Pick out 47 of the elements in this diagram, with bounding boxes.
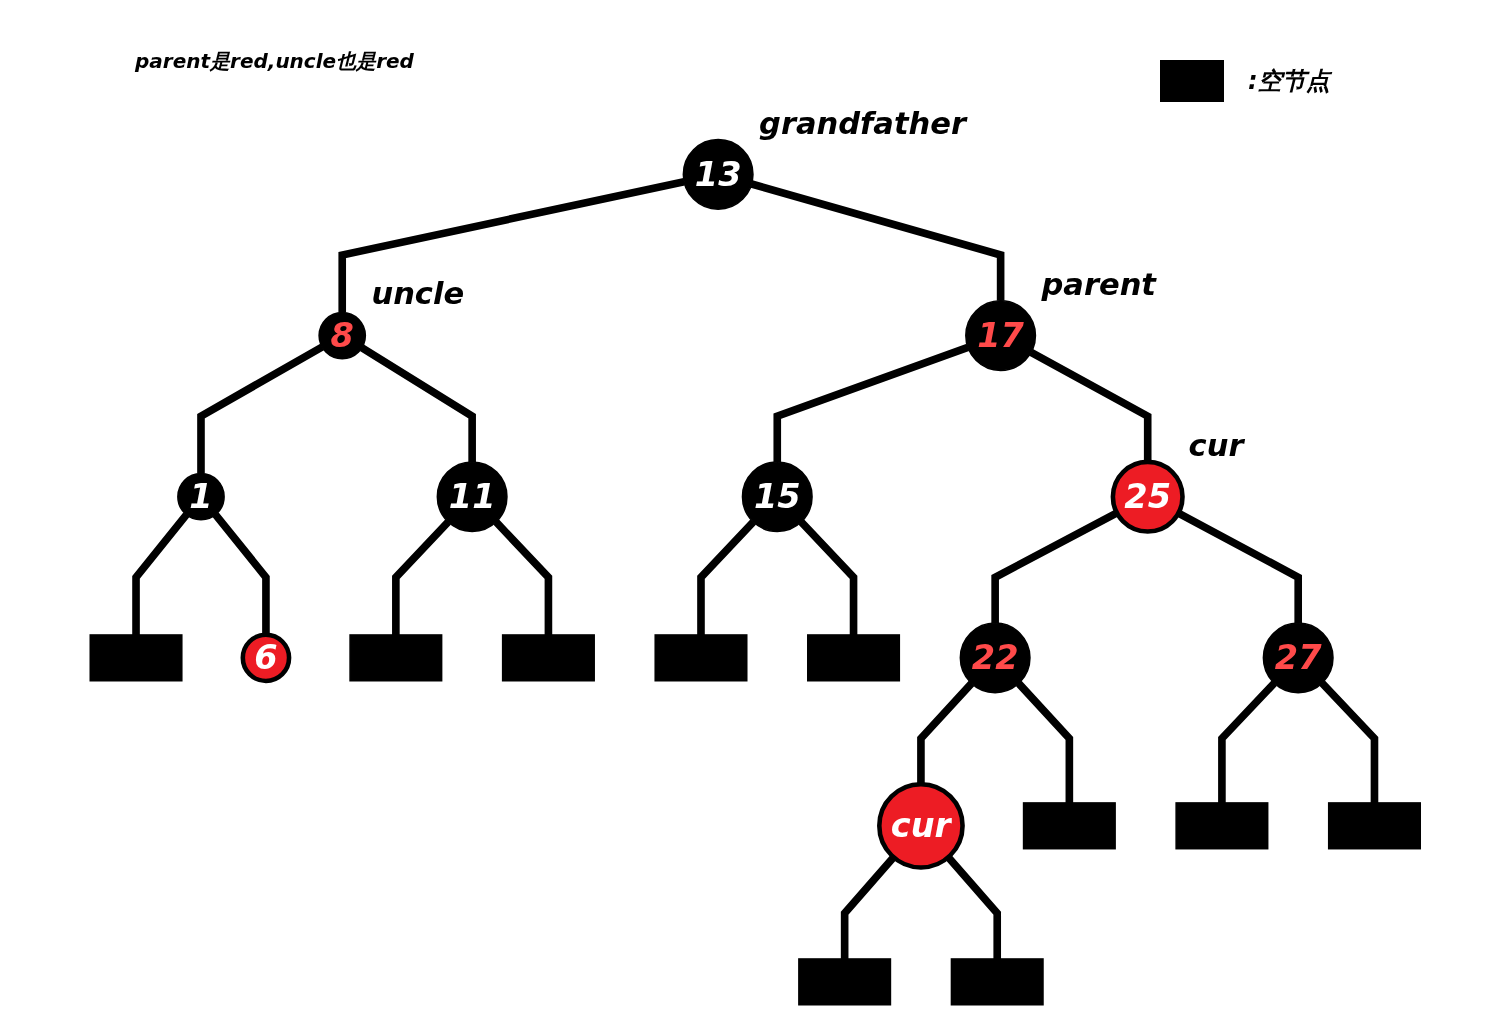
connector — [773, 343, 969, 462]
node-circle: 27 — [1262, 622, 1334, 694]
node-box — [1022, 802, 1116, 850]
connector — [338, 178, 685, 313]
connector — [750, 180, 1005, 301]
connector — [916, 680, 975, 785]
connector — [945, 854, 1001, 959]
node-circle: 22 — [959, 622, 1031, 694]
node-circle: 25 — [1110, 459, 1185, 534]
connector — [798, 519, 858, 635]
connector — [359, 344, 476, 462]
node-box — [950, 958, 1044, 1006]
node-caption: grandfather — [758, 105, 966, 141]
node-caption: cur — [1188, 427, 1244, 463]
connector — [1319, 680, 1379, 803]
node-box — [349, 634, 443, 682]
connector — [212, 512, 270, 635]
node-circle: 15 — [741, 461, 813, 533]
node-caption: parent — [1041, 266, 1156, 302]
connector — [1217, 680, 1277, 803]
connector — [1029, 348, 1152, 462]
connector — [1176, 509, 1302, 624]
connector — [131, 512, 190, 635]
connector — [696, 519, 756, 635]
node-circle: 11 — [436, 461, 508, 533]
node-circle: cur — [876, 781, 965, 870]
node-circle: 17 — [964, 300, 1036, 372]
node-circle: 1 — [176, 472, 225, 521]
connector — [991, 509, 1119, 624]
node-box — [1327, 802, 1421, 850]
node-box — [89, 634, 183, 682]
node-box — [501, 634, 595, 682]
legend-text: :空节点 — [1248, 66, 1330, 97]
connector — [196, 343, 324, 474]
node-box — [797, 958, 891, 1006]
node-box — [1175, 802, 1269, 850]
connector — [493, 519, 552, 635]
node-box — [654, 634, 748, 682]
node-circle: 8 — [318, 311, 366, 360]
note-text: parent是red,uncle也是red — [135, 49, 414, 73]
node-circle: 6 — [240, 632, 292, 684]
connector — [1015, 680, 1073, 803]
node-circle: 13 — [682, 138, 754, 210]
connector — [391, 519, 451, 635]
node-box — [806, 634, 900, 682]
connector — [840, 854, 897, 959]
node-caption: uncle — [371, 276, 464, 312]
